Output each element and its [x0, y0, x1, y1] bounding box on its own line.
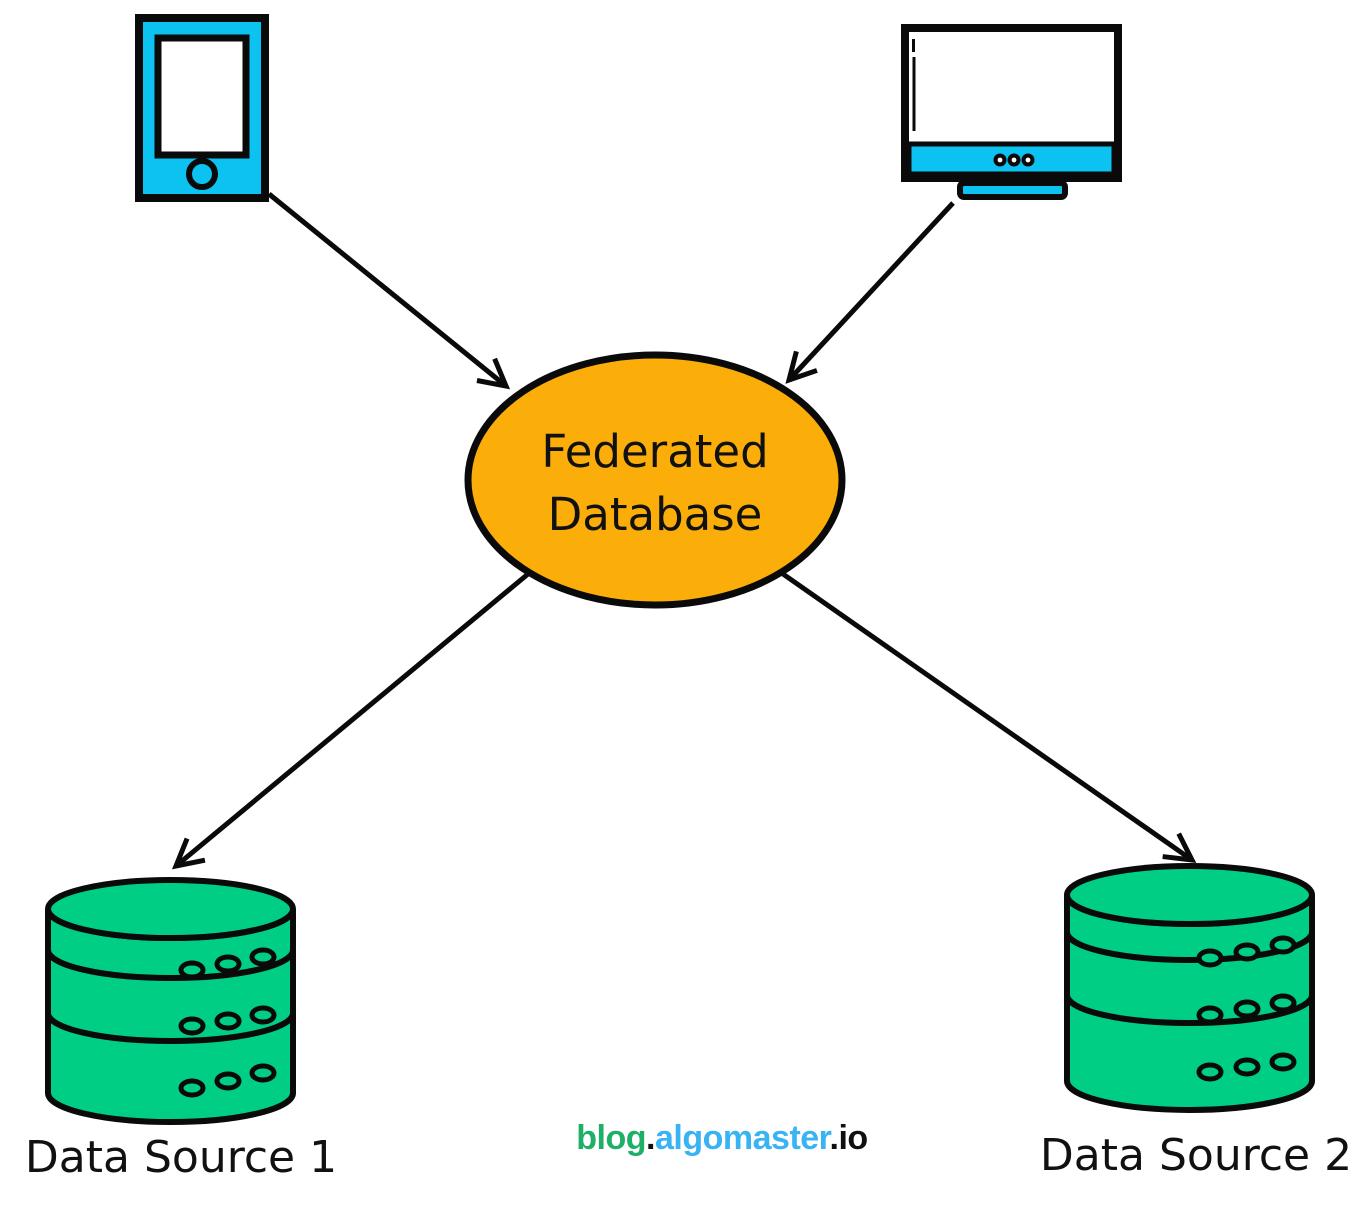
arrow-tablet-to-federated-db: [267, 192, 511, 390]
db2-dots: [1196, 935, 1297, 1082]
db1-divider: [45, 949, 296, 981]
federated-database-ellipse: [464, 351, 846, 609]
brand-io: io: [838, 1119, 867, 1157]
tablet-icon: [135, 14, 269, 202]
federated-database-label-line1: Federated: [541, 425, 768, 478]
brand-blog: blog: [576, 1119, 646, 1157]
arrow-monitor-to-federated-db: [785, 201, 955, 384]
monitor-stand-base: [957, 180, 1068, 200]
brand-algomaster: algomaster: [655, 1119, 832, 1157]
db2-top: [1064, 863, 1315, 927]
federated-database-node: Federated Database: [464, 351, 846, 609]
db2-divider: [1064, 994, 1315, 1026]
data-source-1-label: Data Source 1: [25, 1132, 337, 1183]
db1-divider: [45, 1012, 296, 1044]
tablet-home-button: [186, 158, 218, 190]
brand-dot: .: [646, 1119, 655, 1157]
db1-top: [45, 877, 296, 941]
monitor-icon: [901, 24, 1122, 200]
arrow-federated-db-to-source1: [171, 572, 530, 870]
data-source-2-label: Data Source 2: [1040, 1130, 1352, 1181]
arrow-federated-db-to-source2: [781, 571, 1197, 864]
branding-watermark: blog.algomaster.io: [576, 1119, 867, 1157]
database-cylinder-icon: Data Source 1: [25, 877, 337, 1183]
db2-divider: [1064, 931, 1315, 963]
monitor-dot-center: [1011, 157, 1017, 163]
monitor-dot-center: [1025, 157, 1031, 163]
database-cylinder-icon: Data Source 2: [1040, 863, 1352, 1181]
brand-dot: .: [830, 1119, 839, 1157]
monitor-dot-center: [997, 157, 1003, 163]
tablet-screen: [154, 34, 250, 159]
db1-dots: [178, 947, 277, 1098]
federated-database-label-line2: Database: [548, 488, 763, 541]
